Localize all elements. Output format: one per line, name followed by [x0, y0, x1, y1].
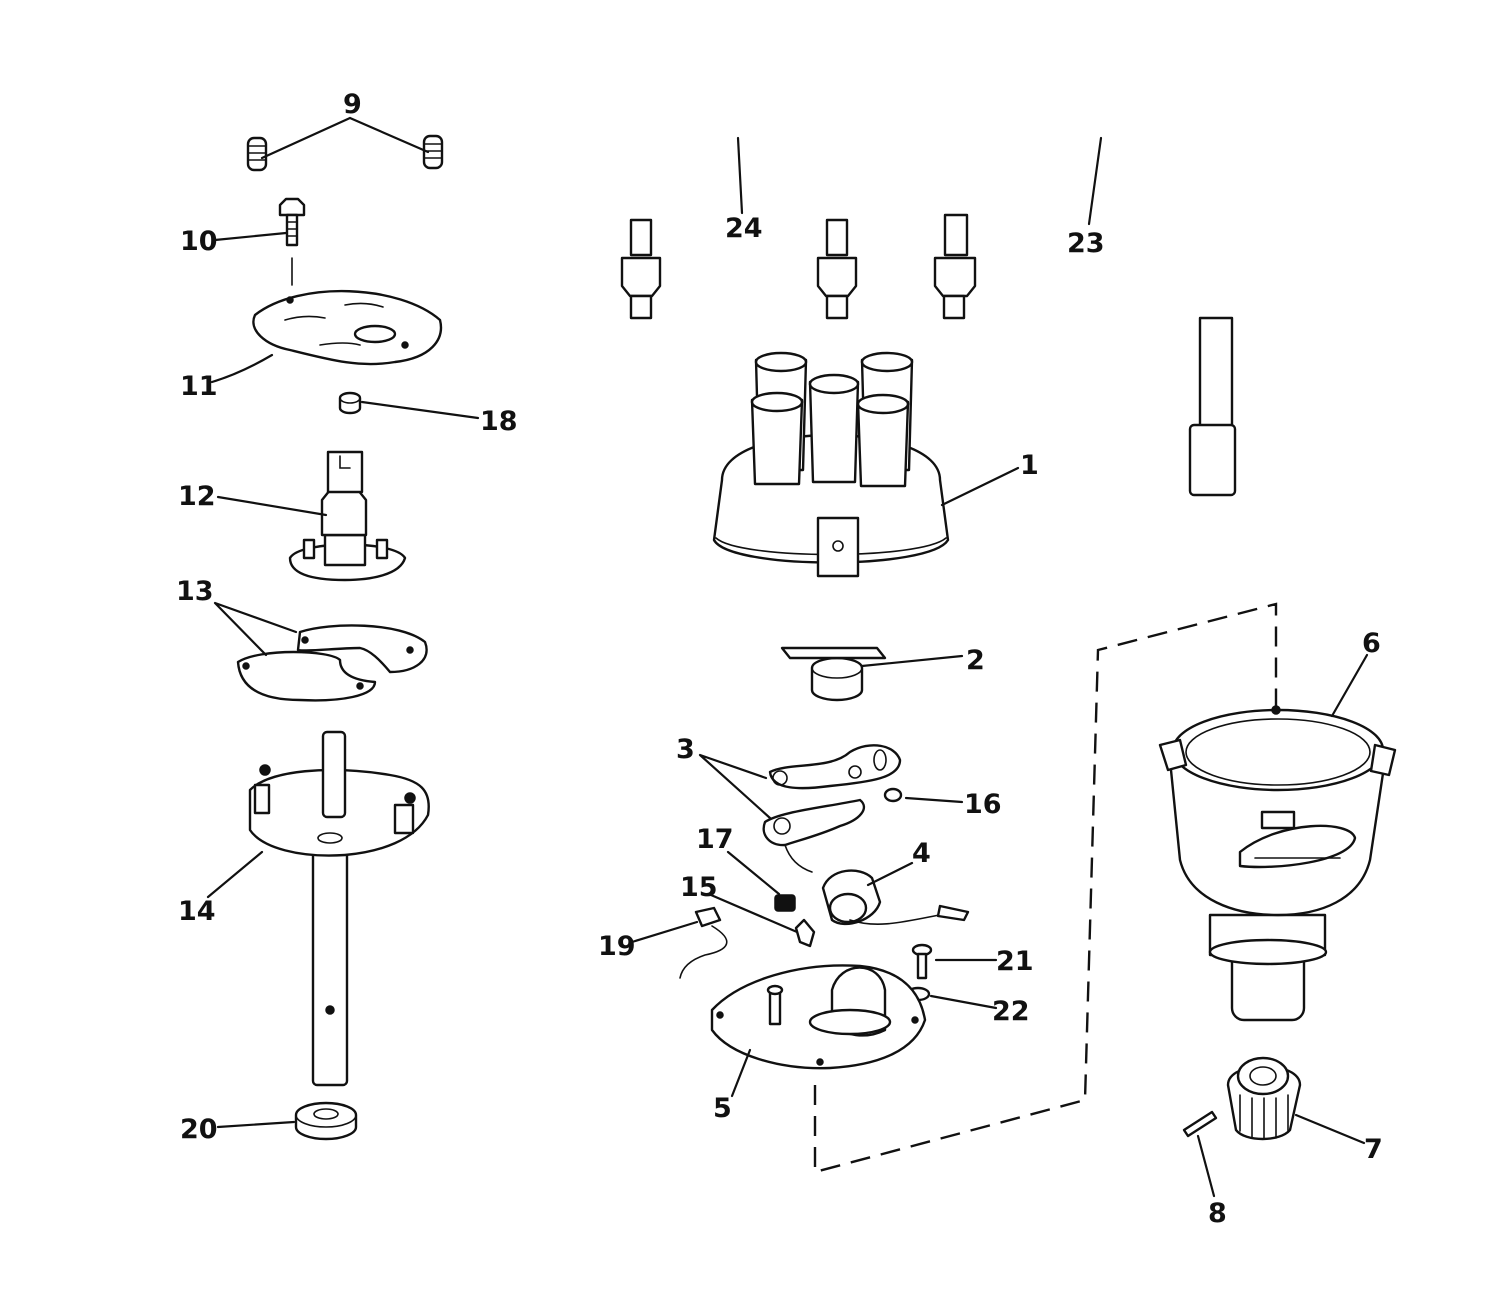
callout-9: 9	[343, 89, 362, 120]
part-15-clip	[794, 918, 816, 948]
part-8-pin	[1182, 1110, 1218, 1138]
callout-5: 5	[713, 1093, 732, 1124]
part-9-springs	[246, 134, 444, 172]
callout-22: 22	[992, 996, 1030, 1027]
assembly-dashed-line	[813, 602, 1278, 1174]
part-10-screw	[278, 197, 306, 286]
part-6-distributor-housing	[1158, 705, 1397, 1022]
part-2-rotor	[780, 646, 887, 702]
part-5-breaker-plate	[710, 964, 927, 1070]
callout-10: 10	[180, 226, 218, 257]
callout-17: 17	[696, 824, 734, 855]
part-21-screw	[911, 943, 933, 980]
part-18-bushing	[338, 391, 362, 415]
leader-lines	[206, 116, 1369, 1198]
part-7-gear	[1226, 1056, 1302, 1141]
callout-8: 8	[1208, 1198, 1227, 1229]
part-3-contact-points	[762, 744, 902, 873]
part-13-weights	[236, 624, 428, 702]
callout-labels: 9 10 11 18 12 13 14 20 24 23 1 2 3 16 17…	[176, 89, 1383, 1229]
callout-20: 20	[180, 1114, 218, 1145]
callout-19: 19	[598, 931, 636, 962]
part-24-ignition-wire	[620, 129, 858, 320]
part-23-ignition-wire	[933, 131, 1237, 497]
callout-16: 16	[964, 789, 1002, 820]
part-16-screw	[883, 787, 903, 803]
callout-18: 18	[480, 406, 518, 437]
part-1-distributor-cap	[712, 351, 950, 578]
callout-15: 15	[680, 872, 718, 903]
part-17-block	[774, 894, 796, 912]
part-20-washer	[294, 1101, 358, 1141]
part-11-breaker-plate	[252, 289, 443, 366]
callout-6: 6	[1362, 628, 1381, 659]
callout-4: 4	[912, 838, 931, 869]
callout-21: 21	[996, 946, 1034, 977]
callout-14: 14	[178, 896, 216, 927]
callout-13: 13	[176, 576, 214, 607]
part-4-condenser	[821, 869, 970, 926]
callout-23: 23	[1067, 228, 1105, 259]
callout-1: 1	[1020, 450, 1039, 481]
part-12-cam-assembly	[288, 450, 407, 582]
callout-2: 2	[966, 645, 985, 676]
part-14-shaft-assembly	[248, 730, 430, 1087]
callout-24: 24	[725, 213, 763, 244]
callout-12: 12	[178, 481, 216, 512]
callout-7: 7	[1364, 1134, 1383, 1165]
part-19-lead-wire	[679, 906, 728, 979]
callout-3: 3	[676, 734, 695, 765]
callout-11: 11	[180, 371, 218, 402]
